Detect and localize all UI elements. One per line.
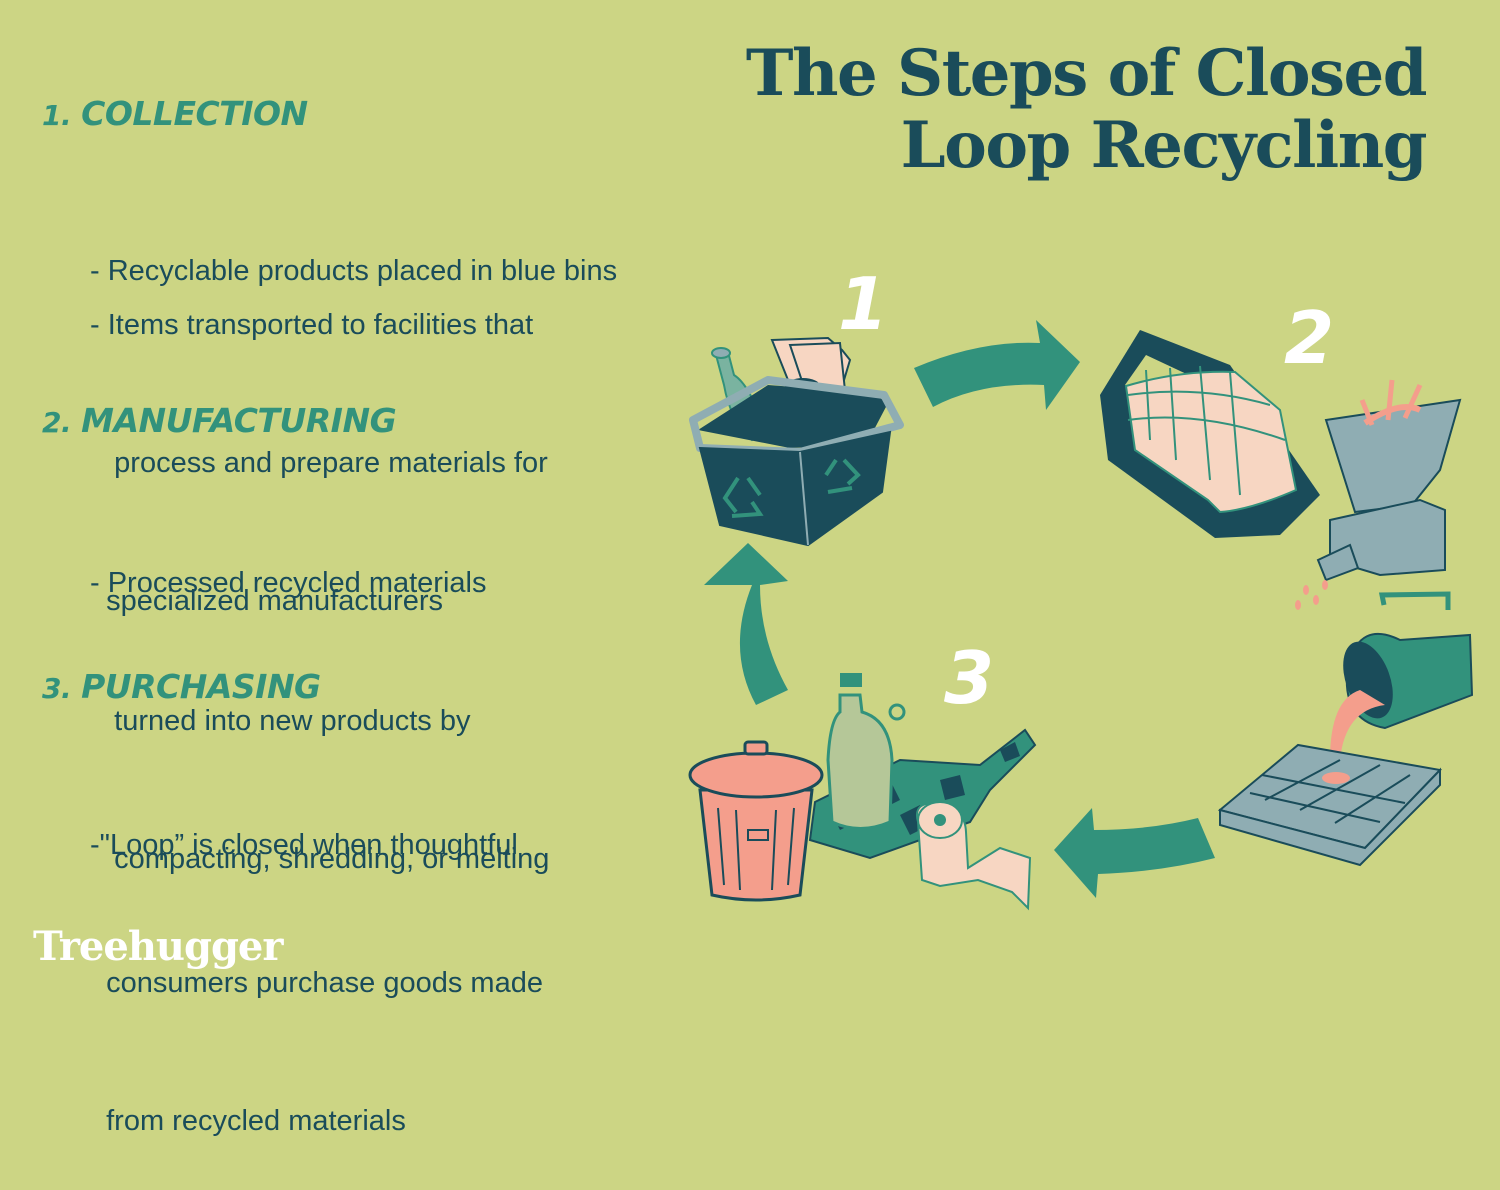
recycling-bin-icon <box>689 336 904 547</box>
step-1-bullet-2: - Items transported to facilities that p… <box>90 210 548 670</box>
arrow-1-to-2 <box>914 320 1080 410</box>
step-3-number: 3. <box>42 672 72 705</box>
trash-can-icon <box>688 740 824 902</box>
stage-3-label: 3 <box>944 636 995 720</box>
step-3-heading: 3. PURCHASING <box>42 667 321 706</box>
bullet-line: - Recyclable products placed in blue bin… <box>90 255 618 287</box>
step-2-bullet-1: - Processed recycled materials turned in… <box>90 468 549 928</box>
paper-towel-roll-icon <box>916 801 1032 911</box>
tile-mold-icon <box>1217 743 1443 867</box>
bullet-line: -"Loop” is closed when thoughtful <box>90 829 518 861</box>
stage-1-label: 1 <box>838 262 889 346</box>
step-1-heading: 1. COLLECTION <box>42 94 308 133</box>
step-1-bullet-1: - Recyclable products placed in blue bin… <box>90 156 617 340</box>
title-line-1: The Steps of Closed <box>745 36 1428 111</box>
melting-bucket-icon <box>1330 591 1474 760</box>
bullet-line: specialized manufacturers <box>90 585 443 617</box>
step-3-title: PURCHASING <box>81 667 321 706</box>
bullet-line: - Processed recycled materials <box>90 567 487 599</box>
step-2-title: MANUFACTURING <box>81 401 397 440</box>
step-2-heading: 2. MANUFACTURING <box>42 401 397 440</box>
step-1-number: 1. <box>42 99 72 132</box>
step-2-number: 2. <box>42 406 72 439</box>
bullet-line: consumers purchase goods made <box>90 967 543 999</box>
bullet-line: turned into new products by <box>90 705 471 737</box>
arrow-2-to-3 <box>1054 808 1215 898</box>
stage-2-label: 2 <box>1284 296 1335 380</box>
recycle-symbol-icon <box>722 458 861 518</box>
title-line-2: Loop Recycling <box>900 108 1428 183</box>
bullet-line: process and prepare materials for <box>90 447 548 479</box>
bullet-line: compacting, shredding, or melting <box>90 843 550 875</box>
shredder-machine-icon <box>1295 379 1462 610</box>
step-1-title: COLLECTION <box>81 94 308 133</box>
bullet-line: - Items transported to facilities that <box>90 309 534 341</box>
paper-bale-icon <box>1100 330 1320 538</box>
bullet-line: from recycled materials <box>90 1105 406 1137</box>
treehugger-logo: Treehugger <box>33 923 283 970</box>
diagram-illustration <box>688 320 1474 911</box>
jug-icon <box>826 673 906 830</box>
arrow-3-to-1 <box>704 543 788 705</box>
page-title: The Steps of Closed Loop Recycling <box>706 36 1428 183</box>
